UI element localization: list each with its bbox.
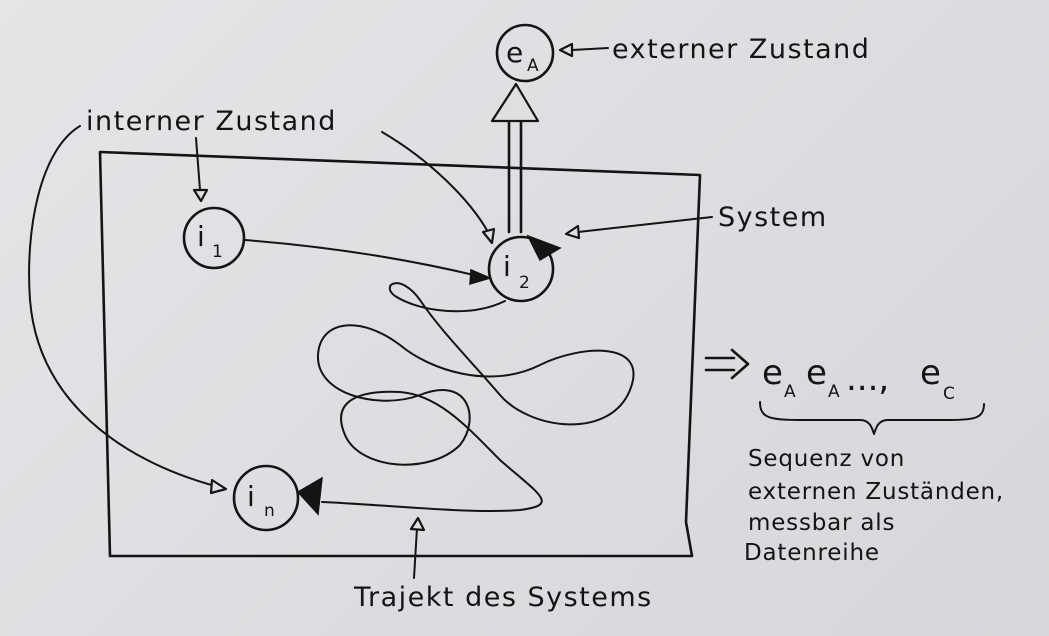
label-system: System bbox=[718, 202, 828, 233]
pointer-external-state-head bbox=[558, 42, 574, 58]
node-i1-subscript: 1 bbox=[212, 242, 223, 262]
node-external-subscript: A bbox=[527, 56, 539, 76]
sequence-e1: e bbox=[762, 353, 783, 393]
sequence-underbrace bbox=[759, 401, 985, 435]
sequence-sub2: A bbox=[828, 382, 840, 402]
node-i1-letter: i bbox=[197, 220, 205, 253]
pointer-trajectory bbox=[413, 527, 418, 579]
sequence-e2: e bbox=[806, 353, 827, 393]
pointer-internal-to-in bbox=[28, 125, 216, 487]
pointer-external-state bbox=[571, 47, 609, 51]
note-line-2: externen Zuständen, bbox=[748, 479, 1004, 505]
node-external-letter: e bbox=[506, 36, 523, 69]
arrow-i1-to-i2 bbox=[244, 239, 479, 277]
sequence-ellipsis: ..., bbox=[846, 359, 889, 399]
trajectory-path bbox=[316, 282, 635, 512]
implication-bars bbox=[704, 356, 736, 372]
node-i2 bbox=[487, 235, 555, 303]
node-i2-subscript: 2 bbox=[519, 273, 530, 293]
label-external-state: externer Zustand bbox=[612, 34, 870, 65]
connector-triangle bbox=[490, 82, 540, 123]
implication-head bbox=[730, 348, 750, 380]
arrow-i1-to-i2-head bbox=[469, 268, 493, 286]
sequence-e3: e bbox=[920, 353, 941, 393]
node-in-arrowhead bbox=[296, 476, 323, 516]
label-trajectory: Trajekt des Systems bbox=[353, 582, 653, 613]
node-i2-arrowhead bbox=[526, 234, 562, 262]
note-line-4: Datenreihe bbox=[744, 540, 880, 566]
node-in bbox=[232, 464, 300, 532]
node-in-letter: i bbox=[247, 480, 255, 513]
system-box bbox=[98, 150, 702, 558]
pointer-system-head bbox=[564, 224, 581, 240]
pointer-trajectory-head bbox=[409, 516, 426, 532]
pointer-internal-to-i2-head bbox=[481, 227, 496, 245]
note-line-3: messbar als bbox=[748, 510, 895, 536]
label-internal-state: interner Zustand bbox=[86, 106, 337, 137]
node-i2-letter: i bbox=[503, 250, 511, 283]
pointer-system bbox=[577, 216, 713, 233]
node-external-state bbox=[495, 23, 555, 83]
pointer-internal-to-i2 bbox=[381, 131, 489, 233]
pointer-internal-to-i1-head bbox=[192, 188, 209, 203]
note-line-1: Sequenz von bbox=[748, 446, 905, 472]
node-i1 bbox=[182, 206, 246, 270]
pointer-internal-to-in-head bbox=[209, 478, 228, 495]
sequence-sub1: A bbox=[784, 382, 796, 402]
node-in-subscript: n bbox=[264, 501, 275, 521]
pointer-internal-to-i1 bbox=[195, 137, 201, 191]
sequence-sub3: C bbox=[943, 384, 955, 404]
